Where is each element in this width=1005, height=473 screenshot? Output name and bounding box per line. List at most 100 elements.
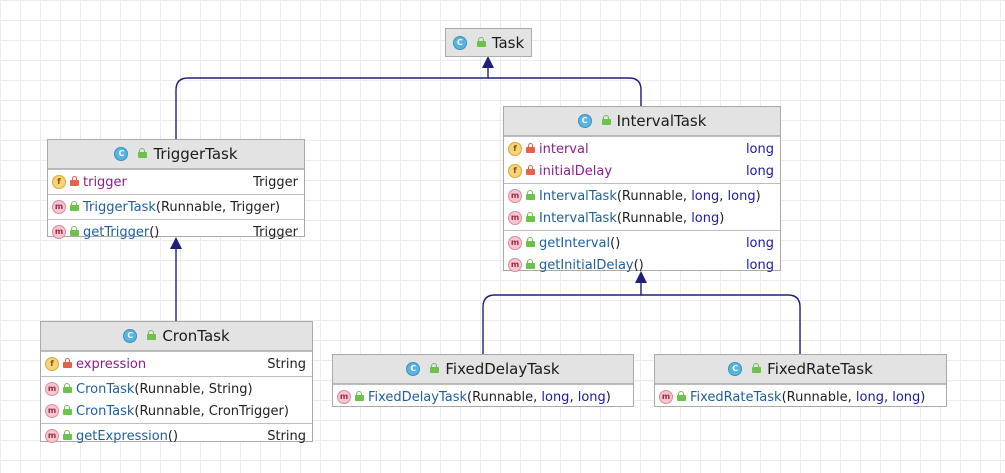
class-triggertask[interactable]: C TriggerTask f trigger Trigger m Trigge… (47, 139, 305, 240)
public-lock-icon (138, 148, 148, 158)
method-icon: m (508, 236, 522, 250)
method-row[interactable]: m getInterval() long (504, 232, 780, 254)
method-row[interactable]: m getTrigger() Trigger (48, 221, 304, 243)
constructors-section: m TriggerTask(Runnable, Trigger) (48, 194, 304, 219)
field-icon: f (508, 142, 522, 156)
fields-section: f trigger Trigger (48, 169, 304, 194)
constructor-signature: CronTask(Runnable, CronTrigger) (76, 403, 289, 419)
field-name: expression (76, 356, 147, 372)
constructors-section: m IntervalTask(Runnable, long, long) m I… (504, 183, 780, 230)
constructor-row[interactable]: m FixedRateTask(Runnable, long, long) (655, 386, 946, 408)
edge-intervaltask-to-task (488, 77, 642, 106)
constructor-row[interactable]: m IntervalTask(Runnable, long) (504, 207, 780, 229)
arrowhead-triggertask (170, 237, 182, 249)
class-name: FixedRateTask (767, 360, 873, 378)
class-icon: C (728, 362, 743, 376)
public-lock-icon (63, 430, 72, 440)
field-row[interactable]: f interval long (504, 138, 780, 160)
public-lock-icon (677, 391, 686, 401)
class-fixedratetask[interactable]: C FixedRateTask m FixedRateTask(Runnable… (654, 354, 947, 407)
method-row[interactable]: m getExpression() String (41, 425, 312, 447)
constructor-signature: TriggerTask(Runnable, Trigger) (83, 199, 281, 215)
method-signature: getInitialDelay() (539, 257, 644, 273)
field-type: long (745, 141, 774, 157)
class-task-header: C Task (446, 29, 531, 56)
method-signature: getInterval() (539, 235, 621, 251)
class-crontask[interactable]: C CronTask f expression String m CronTas… (40, 321, 313, 444)
class-icon: C (452, 35, 467, 50)
constructors-section: m FixedDelayTask(Runnable, long, long) (333, 384, 633, 409)
class-intervaltask[interactable]: C IntervalTask f interval long f initial… (503, 106, 781, 273)
constructors-section: m CronTask(Runnable, String) m CronTask(… (41, 376, 312, 423)
public-lock-icon (63, 405, 72, 415)
constructor-signature: IntervalTask(Runnable, long) (539, 210, 725, 226)
fields-section: f expression String (41, 351, 312, 376)
private-lock-icon (70, 176, 79, 186)
fields-section: f interval long f initialDelay long (504, 136, 780, 183)
method-signature: getTrigger() (83, 224, 160, 240)
class-name: FixedDelayTask (445, 360, 560, 378)
methods-section: m getInterval() long m getInitialDelay()… (504, 230, 780, 277)
constructors-section: m FixedRateTask(Runnable, long, long) (655, 384, 946, 409)
constructor-row[interactable]: m IntervalTask(Runnable, long, long) (504, 185, 780, 207)
method-return-type: long (745, 257, 774, 273)
method-row[interactable]: m getInitialDelay() long (504, 254, 780, 276)
methods-section: m getExpression() String (41, 423, 312, 448)
constructor-signature: CronTask(Runnable, String) (76, 381, 253, 397)
field-row[interactable]: f trigger Trigger (48, 171, 304, 193)
field-type: String (267, 356, 306, 372)
method-icon: m (45, 429, 59, 443)
arrowhead-intervaltask (635, 271, 647, 283)
method-icon: m (508, 211, 522, 225)
field-icon: f (52, 175, 66, 189)
class-triggertask-header: C TriggerTask (48, 140, 304, 169)
public-lock-icon (476, 36, 486, 47)
public-lock-icon (63, 383, 72, 393)
class-fixedratetask-header: C FixedRateTask (655, 355, 946, 384)
public-lock-icon (526, 190, 535, 200)
field-row[interactable]: f initialDelay long (504, 160, 780, 182)
method-return-type: Trigger (253, 224, 298, 240)
class-icon: C (577, 114, 592, 128)
method-icon: m (337, 390, 351, 404)
constructor-row[interactable]: m CronTask(Runnable, String) (41, 378, 312, 400)
constructor-signature: FixedRateTask(Runnable, long, long) (690, 389, 926, 405)
field-name: trigger (83, 174, 127, 190)
method-icon: m (52, 200, 66, 214)
public-lock-icon (526, 259, 535, 269)
method-icon: m (52, 225, 66, 239)
method-return-type: long (745, 235, 774, 251)
public-lock-icon (70, 201, 79, 211)
private-lock-icon (63, 358, 72, 368)
class-fixeddelaytask-header: C FixedDelayTask (333, 355, 633, 384)
field-icon: f (45, 357, 59, 371)
class-name: Task (491, 33, 525, 52)
public-lock-icon (70, 226, 79, 236)
field-type: Trigger (253, 174, 298, 190)
public-lock-icon (430, 363, 440, 373)
public-lock-icon (601, 115, 611, 125)
class-intervaltask-header: C IntervalTask (504, 107, 780, 136)
field-icon: f (508, 164, 522, 178)
class-icon: C (114, 147, 129, 161)
method-icon: m (45, 404, 59, 418)
method-return-type: String (267, 428, 306, 444)
class-fixeddelaytask[interactable]: C FixedDelayTask m FixedDelayTask(Runnab… (332, 354, 634, 407)
edge-fixeddelay-to-intervaltask (482, 280, 642, 354)
method-signature: getExpression() (76, 428, 179, 444)
class-task[interactable]: C Task (445, 28, 532, 57)
constructor-signature: IntervalTask(Runnable, long, long) (539, 188, 761, 204)
public-lock-icon (752, 363, 762, 373)
class-icon: C (123, 329, 138, 343)
constructor-row[interactable]: m TriggerTask(Runnable, Trigger) (48, 196, 304, 218)
public-lock-icon (147, 330, 157, 340)
constructor-row[interactable]: m FixedDelayTask(Runnable, long, long) (333, 386, 633, 408)
field-row[interactable]: f expression String (41, 353, 312, 375)
class-name: CronTask (162, 327, 230, 345)
method-icon: m (508, 189, 522, 203)
method-icon: m (45, 382, 59, 396)
constructor-row[interactable]: m CronTask(Runnable, CronTrigger) (41, 400, 312, 422)
public-lock-icon (526, 212, 535, 222)
field-type: long (745, 163, 774, 179)
